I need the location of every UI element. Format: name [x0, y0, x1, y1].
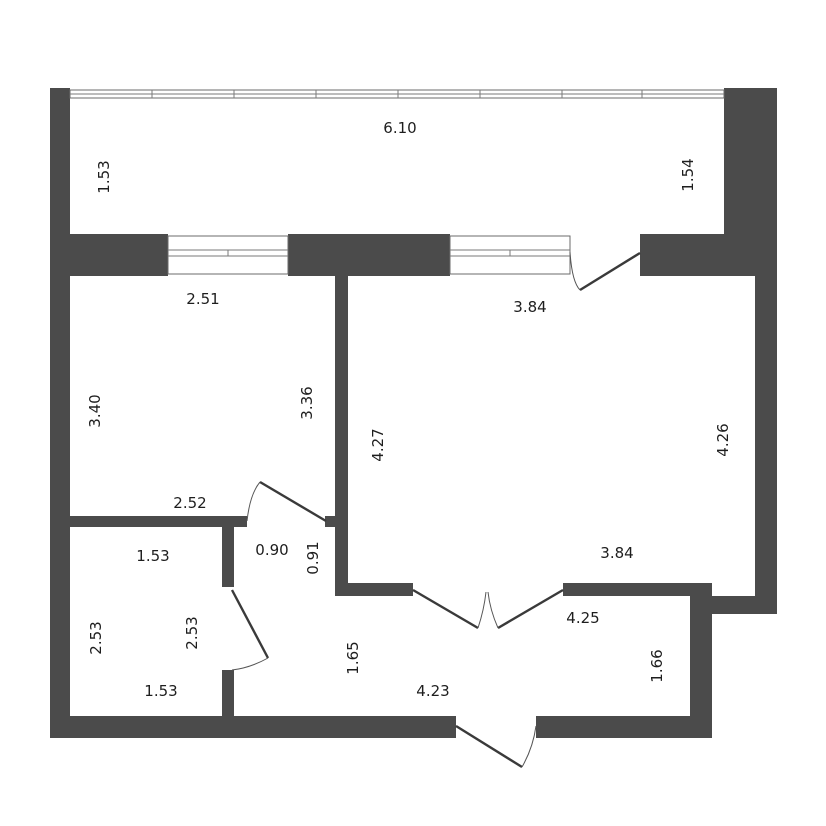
wall-bottom-left — [50, 716, 456, 738]
wall-bathroom-right-top — [222, 527, 234, 587]
wall-outer-left — [50, 88, 70, 738]
doors — [230, 251, 641, 769]
bedroom-bottom-label: 2.52 — [173, 494, 206, 512]
living-bottom-label: 3.84 — [600, 544, 633, 562]
living-left-label: 4.27 — [369, 428, 387, 461]
wall-bathroom-right-bottom — [222, 670, 234, 716]
wall-bedroom-bottom-stub — [325, 516, 348, 527]
entry-door — [455, 724, 537, 769]
bathroom-right-label: 2.53 — [183, 616, 201, 649]
bedroom-top-label: 2.51 — [186, 290, 219, 308]
living-window — [449, 235, 571, 275]
dimension-labels: 6.10 1.53 1.54 2.51 3.40 3.36 2.52 3.84 … — [86, 119, 732, 700]
wall-closet-living — [335, 516, 348, 596]
living-door-left — [412, 588, 487, 630]
balcony-height-right-label: 1.54 — [679, 158, 697, 191]
wall-bottom-right — [536, 716, 712, 738]
living-right-label: 4.26 — [714, 423, 732, 456]
wall-balcony-bottom-3 — [640, 234, 777, 276]
wall-balcony-bottom-1 — [50, 234, 168, 276]
bedroom-door — [246, 480, 327, 523]
wall-living-bottom-right — [563, 583, 712, 596]
wall-bedroom-living — [335, 276, 348, 516]
wall-balcony-bottom-2 — [288, 234, 450, 276]
closet-height-label: 0.91 — [304, 541, 322, 574]
bathroom-bottom-label: 1.53 — [144, 682, 177, 700]
balcony-height-left-label: 1.53 — [95, 160, 113, 193]
hallway-top-label: 4.25 — [566, 609, 599, 627]
bathroom-door — [230, 589, 270, 671]
bedroom-right-label: 3.36 — [298, 386, 316, 419]
bedroom-left-label: 3.40 — [86, 394, 104, 427]
balcony-width-label: 6.10 — [383, 119, 416, 137]
windows — [69, 89, 725, 275]
walls — [50, 88, 777, 738]
balcony-window — [69, 89, 725, 99]
wall-living-bottom-left — [335, 583, 413, 596]
hallway-left-label: 1.65 — [344, 641, 362, 674]
bathroom-top-label: 1.53 — [136, 547, 169, 565]
closet-width-label: 0.90 — [255, 541, 288, 559]
hallway-bottom-label: 4.23 — [416, 682, 449, 700]
bedroom-window — [167, 235, 289, 275]
wall-outer-right — [755, 234, 777, 614]
bathroom-left-label: 2.53 — [87, 621, 105, 654]
hallway-right-label: 1.66 — [648, 649, 666, 682]
living-door-right — [487, 588, 564, 630]
living-top-label: 3.84 — [513, 298, 546, 316]
wall-bedroom-bottom — [70, 516, 247, 527]
balcony-door — [569, 251, 641, 292]
wall-hallway-right — [690, 596, 712, 738]
